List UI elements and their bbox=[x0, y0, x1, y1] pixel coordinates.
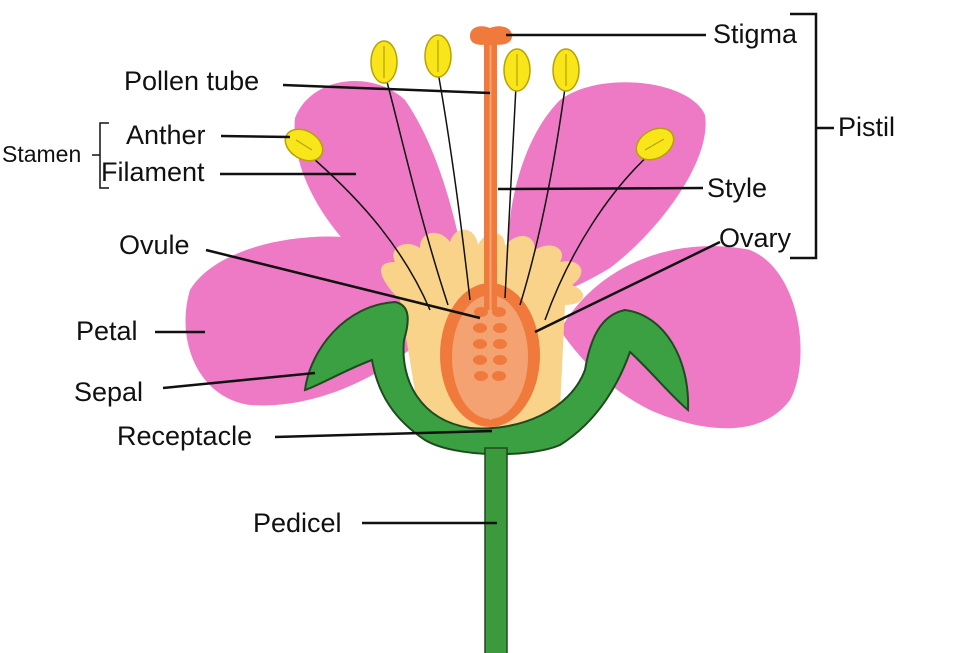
ovule bbox=[473, 339, 487, 349]
label-petal: Petal bbox=[76, 316, 138, 346]
leader-lines bbox=[155, 33, 721, 525]
leader-ovary bbox=[534, 240, 721, 334]
label-ovary: Ovary bbox=[719, 223, 792, 253]
ovule bbox=[493, 339, 507, 349]
label-filament: Filament bbox=[101, 157, 205, 187]
leader-receptacle bbox=[274, 429, 493, 439]
label-stigma: Stigma bbox=[713, 19, 798, 49]
petal-left-large bbox=[185, 236, 430, 406]
ovule bbox=[493, 323, 507, 333]
label-sepal: Sepal bbox=[74, 377, 144, 407]
leader-sepal bbox=[162, 371, 316, 390]
label-stamen: Stamen bbox=[2, 141, 82, 167]
leader-style bbox=[497, 186, 704, 191]
filament bbox=[504, 85, 517, 299]
filament bbox=[305, 151, 431, 311]
leader-anther bbox=[220, 134, 291, 139]
filament bbox=[437, 71, 471, 301]
label-receptacle: Receptacle bbox=[117, 421, 253, 451]
ovule bbox=[492, 371, 506, 381]
label-anther: Anther bbox=[126, 120, 206, 150]
label-ovule: Ovule bbox=[119, 230, 190, 260]
sepal-cup bbox=[303, 300, 690, 456]
label-style: Style bbox=[707, 173, 768, 203]
leader-ovule bbox=[205, 248, 481, 320]
stigma bbox=[470, 26, 512, 45]
label-pedicel: Pedicel bbox=[253, 508, 342, 538]
ovule bbox=[474, 371, 488, 381]
ovule bbox=[473, 323, 487, 333]
pedicel-stem bbox=[484, 447, 508, 653]
filament bbox=[544, 151, 653, 321]
filament bbox=[519, 87, 566, 306]
ovule bbox=[473, 355, 487, 365]
label-pistil: Pistil bbox=[838, 112, 896, 142]
filaments bbox=[305, 71, 653, 321]
anther-grooves bbox=[295, 40, 665, 151]
label-pollen-tube: Pollen tube bbox=[124, 66, 260, 96]
ovule bbox=[493, 355, 507, 365]
pistil-bracket bbox=[790, 12, 834, 260]
leader-pollen-tube bbox=[282, 83, 491, 95]
stamen-bracket bbox=[92, 122, 109, 189]
filament bbox=[385, 77, 449, 306]
